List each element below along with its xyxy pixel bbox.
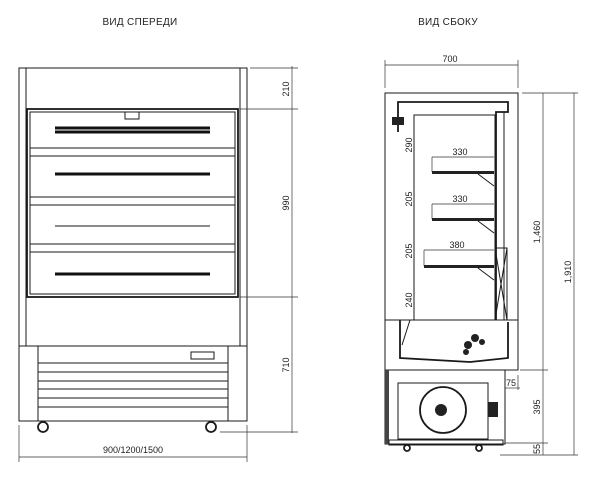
control-panel bbox=[190, 351, 215, 360]
dim-gap-4: 240 bbox=[404, 292, 414, 307]
shelf bbox=[424, 265, 494, 268]
dim-total-height: 1,910 bbox=[563, 261, 573, 284]
dim-top: 210 bbox=[281, 81, 291, 96]
shelf bbox=[432, 171, 494, 174]
dim-width: 900/1200/1500 bbox=[103, 445, 163, 455]
dim-shelf-2: 330 bbox=[452, 194, 467, 204]
side-view bbox=[384, 60, 578, 456]
shelf bbox=[29, 196, 236, 206]
evaporator-coil bbox=[463, 334, 485, 355]
dim-unit-height: 395 bbox=[532, 399, 542, 414]
dim-feet: 55 bbox=[532, 444, 542, 454]
dim-depth: 700 bbox=[442, 54, 457, 64]
dim-gap-3: 205 bbox=[404, 243, 414, 258]
front-view bbox=[18, 66, 298, 462]
shelf bbox=[29, 243, 236, 253]
dim-display-height: 1,460 bbox=[532, 221, 542, 244]
dim-gap-2: 205 bbox=[404, 191, 414, 206]
thermometer-display bbox=[124, 111, 140, 120]
front-view-title: ВИД СПЕРЕДИ bbox=[102, 17, 177, 28]
dim-base: 710 bbox=[281, 357, 291, 372]
caster-wheel bbox=[205, 421, 217, 433]
dim-gap-1: 290 bbox=[404, 137, 414, 152]
shelf bbox=[432, 218, 494, 221]
lamp-fixture bbox=[392, 117, 404, 125]
side-shelves bbox=[423, 156, 495, 281]
side-view-title: ВИД СБОКУ bbox=[418, 17, 478, 28]
dim-offset: 75 bbox=[506, 378, 516, 388]
shelves bbox=[29, 147, 236, 253]
grille-louvres bbox=[38, 362, 228, 408]
shelf bbox=[29, 147, 236, 157]
condenser-fan bbox=[419, 386, 467, 434]
dim-opening: 990 bbox=[281, 195, 291, 210]
dim-shelf-1: 330 bbox=[452, 147, 467, 157]
dim-shelf-3: 380 bbox=[449, 240, 464, 250]
caster-wheel bbox=[37, 421, 49, 433]
